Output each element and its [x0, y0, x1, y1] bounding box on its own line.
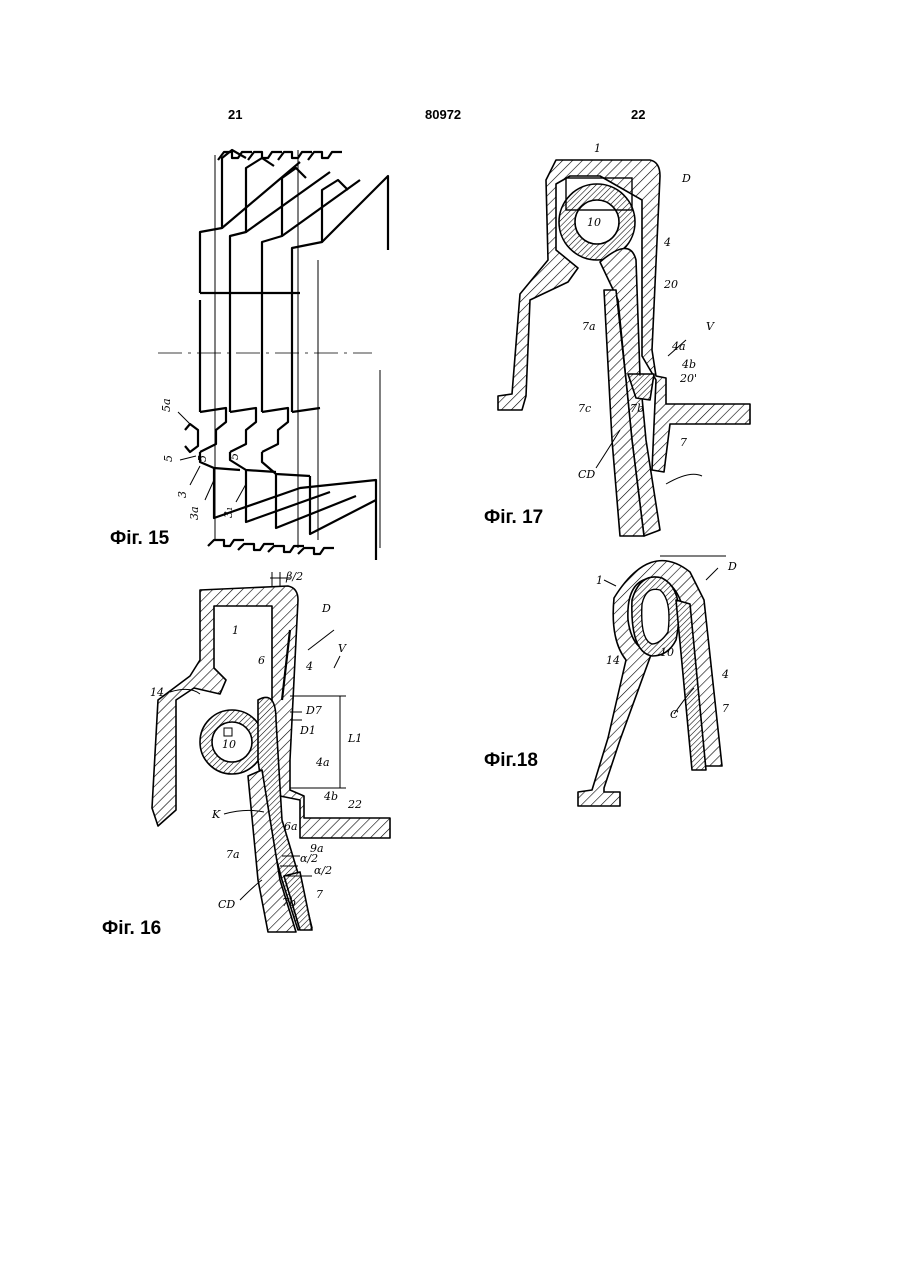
fig17-label-7b: 7b [630, 402, 644, 415]
fig16-label-V: V [338, 642, 347, 655]
figure-18-drawing [578, 556, 726, 806]
fig16-label-7b: 7b [282, 896, 296, 909]
fig17-label-1: 1 [594, 142, 601, 155]
fig16-label-22: 22 [347, 798, 362, 811]
fig16-label-14: 14 [150, 686, 164, 699]
figure-16-caption: Фіг. 16 [102, 918, 161, 940]
fig16-label-7: 7 [316, 888, 323, 901]
fig16-label-4a: 4a [315, 756, 330, 769]
fig18-label-4: 4 [721, 668, 729, 681]
figure-17-caption: Фіг. 17 [484, 507, 543, 529]
fig17-label-V: V [706, 320, 715, 333]
fig17-label-CD: CD [578, 468, 595, 481]
fig16-label-beta: β/2 [285, 570, 303, 583]
figure-15-drawing [158, 150, 388, 560]
fig17-label-4: 4 [663, 236, 671, 249]
fig18-label-10: 10 [660, 646, 674, 659]
fig16-label-CD: CD [218, 898, 235, 911]
fig16-label-alpha-b: α/2 [314, 864, 332, 877]
fig16-label-1: 1 [232, 624, 239, 637]
fig17-label-20: 20 [663, 278, 678, 291]
fig16-label-L1: L1 [347, 732, 362, 745]
fig15-label-3: 3 [176, 491, 189, 498]
fig17-label-D: D [681, 172, 691, 185]
fig15-label-3a: 3a [188, 506, 201, 520]
fig16-label-4: 4 [305, 660, 313, 673]
fig15-label-5-c: 5 [228, 453, 241, 460]
figure-17-drawing [498, 160, 750, 536]
fig17-label-4b: 4b [681, 358, 696, 371]
fig16-label-K: K [211, 808, 221, 821]
fig15-label-5-a: 5 [162, 455, 175, 462]
fig16-label-7a: 7a [226, 848, 240, 861]
fig18-label-C: C [670, 708, 679, 721]
fig16-label-6a: 6a [284, 820, 298, 833]
fig16-label-D: D [321, 602, 331, 615]
fig15-label-31: 3₁ [222, 507, 235, 518]
figure-16-drawing [152, 572, 390, 932]
fig18-label-14: 14 [606, 654, 620, 667]
fig18-label-7: 7 [722, 702, 729, 715]
fig17-label-7: 7 [680, 436, 687, 449]
fig18-label-D: D [727, 560, 737, 573]
fig17-label-4a: 4a [671, 340, 686, 353]
fig17-label-10: 10 [587, 216, 601, 229]
fig17-label-7c: 7c [578, 402, 591, 415]
fig16-label-6: 6 [258, 654, 265, 667]
fig17-label-7a: 7a [582, 320, 596, 333]
fig16-label-D1: D1 [299, 724, 316, 737]
fig15-label-5-b: 5 [196, 455, 209, 462]
fig15-label-5a: 5a [160, 398, 173, 412]
fig17-label-20p: 20' [679, 372, 697, 385]
figure-15-caption: Фіг. 15 [110, 528, 169, 550]
fig16-label-4b: 4b [323, 790, 338, 803]
fig16-label-10: 10 [222, 738, 236, 751]
fig16-label-D7: D7 [305, 704, 322, 717]
figure-18-caption: Фіг.18 [484, 750, 538, 772]
fig18-label-1: 1 [596, 574, 603, 587]
